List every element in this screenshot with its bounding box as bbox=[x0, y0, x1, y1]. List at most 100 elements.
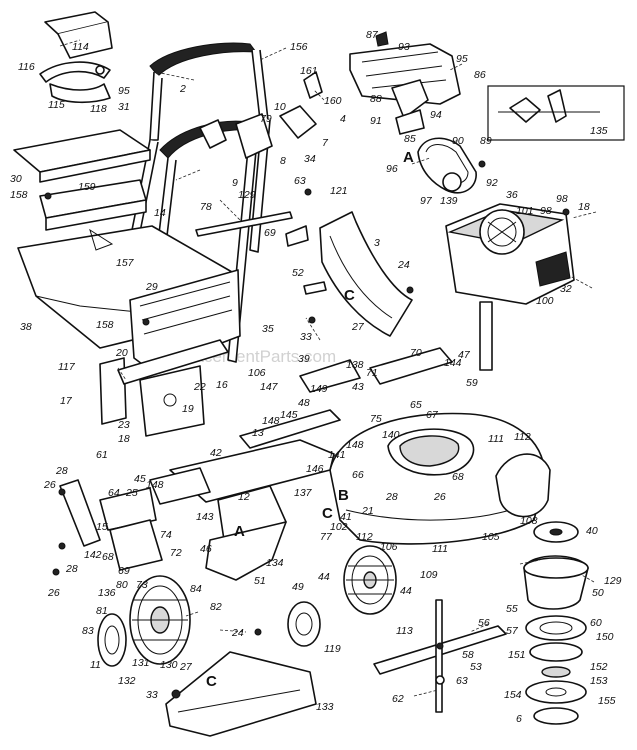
callout: 106 bbox=[380, 541, 398, 553]
callout: 141 bbox=[328, 449, 346, 461]
callout: 132 bbox=[118, 675, 136, 687]
callout: 92 bbox=[486, 177, 498, 189]
callout: 153 bbox=[590, 675, 608, 687]
engine-shroud bbox=[349, 31, 461, 105]
callout: 135 bbox=[590, 125, 608, 137]
callout: 147 bbox=[260, 381, 279, 393]
callout: 159 bbox=[78, 181, 96, 193]
callout: 63 bbox=[456, 675, 468, 687]
blade-assembly bbox=[373, 599, 507, 713]
callout: 16 bbox=[216, 379, 228, 391]
callout: 81 bbox=[96, 605, 108, 617]
bag-handle-assembly bbox=[39, 11, 113, 104]
callout: 9 bbox=[232, 177, 238, 189]
callout: 70 bbox=[410, 347, 422, 359]
small-hardware bbox=[44, 160, 570, 699]
callout: 25 bbox=[125, 487, 138, 499]
callout: 109 bbox=[420, 569, 438, 581]
callout: 96 bbox=[386, 163, 398, 175]
callout: 39 bbox=[298, 353, 310, 365]
callout: 114 bbox=[72, 41, 89, 53]
callout: 68 bbox=[102, 551, 114, 563]
callout: 157 bbox=[116, 257, 135, 269]
callout: 43 bbox=[352, 381, 364, 393]
callout: 30 bbox=[10, 173, 22, 185]
callout: 83 bbox=[82, 625, 94, 637]
callout: 89 bbox=[480, 135, 492, 147]
callout: 28 bbox=[385, 491, 398, 503]
engine bbox=[445, 203, 575, 371]
callout: 79 bbox=[260, 113, 272, 125]
callout: 129 bbox=[238, 189, 256, 201]
callout: 20 bbox=[115, 347, 128, 359]
callout: 56 bbox=[478, 617, 490, 629]
callout: 98 bbox=[556, 193, 568, 205]
rear-wheel-left bbox=[129, 575, 191, 665]
callout: 129 bbox=[604, 575, 622, 587]
callout: 28 bbox=[65, 563, 78, 575]
callout: 26 bbox=[433, 491, 446, 503]
blade-adapter-stack bbox=[523, 521, 589, 725]
callout: 32 bbox=[560, 283, 572, 295]
callout: 22 bbox=[193, 381, 206, 393]
callout: 115 bbox=[48, 99, 65, 111]
callout: 143 bbox=[196, 511, 214, 523]
callout: 69 bbox=[118, 565, 130, 577]
callout: 77 bbox=[320, 531, 333, 543]
callout: 146 bbox=[306, 463, 324, 475]
callout: 15 bbox=[96, 521, 108, 533]
callout: 50 bbox=[592, 587, 604, 599]
callout: 144 bbox=[444, 357, 462, 369]
callout: 27 bbox=[179, 661, 193, 673]
marker-C-lower: C bbox=[206, 673, 217, 690]
callout: 105 bbox=[482, 531, 500, 543]
callout: 26 bbox=[43, 479, 56, 491]
callout: 74 bbox=[160, 529, 172, 541]
callout: 102 bbox=[330, 521, 348, 533]
callout: 58 bbox=[462, 649, 474, 661]
hub-cap-left bbox=[97, 613, 127, 667]
callout: 108 bbox=[520, 515, 538, 527]
callout: 8 bbox=[280, 155, 286, 167]
callout: 35 bbox=[262, 323, 274, 335]
callout: 12 bbox=[238, 491, 250, 503]
callout: 88 bbox=[370, 93, 382, 105]
callout-numbers: 114 116 115 118 31 95 2 156 161 160 10 7… bbox=[10, 29, 622, 725]
callout: 142 bbox=[84, 549, 102, 561]
callout: 113 bbox=[396, 625, 413, 637]
callout: 82 bbox=[210, 601, 222, 613]
callout: 112 bbox=[514, 431, 531, 443]
callout: 97 bbox=[420, 195, 433, 207]
callout: 75 bbox=[370, 413, 382, 425]
marker-C-mid: C bbox=[322, 505, 333, 522]
callout: 154 bbox=[504, 689, 522, 701]
callout: 106 bbox=[248, 367, 266, 379]
callout: 131 bbox=[132, 657, 150, 669]
callout: 100 bbox=[536, 295, 554, 307]
callout: 17 bbox=[60, 395, 73, 407]
callout: 148 bbox=[146, 479, 164, 491]
callout: 134 bbox=[266, 557, 284, 569]
callout: 47 bbox=[458, 349, 471, 361]
callout: 71 bbox=[366, 367, 378, 379]
callout: 61 bbox=[96, 449, 108, 461]
callout: 33 bbox=[146, 689, 158, 701]
callout: 94 bbox=[430, 109, 442, 121]
callout: 67 bbox=[426, 409, 439, 421]
callout: 46 bbox=[200, 543, 212, 555]
left-height-links bbox=[58, 479, 163, 571]
callout: 160 bbox=[324, 95, 342, 107]
callout: 130 bbox=[160, 659, 178, 671]
callout: 95 bbox=[456, 53, 468, 65]
callout: 2 bbox=[179, 83, 186, 95]
callout: 84 bbox=[190, 583, 202, 595]
mower-deck bbox=[329, 412, 551, 545]
callout: 64 bbox=[108, 487, 120, 499]
callout: 29 bbox=[145, 281, 158, 293]
callout: 10 bbox=[274, 101, 286, 113]
callout: 7 bbox=[322, 137, 329, 149]
callout: 152 bbox=[590, 661, 608, 673]
callout: 63 bbox=[294, 175, 306, 187]
inset-box bbox=[487, 85, 625, 141]
callout: 85 bbox=[404, 133, 416, 145]
